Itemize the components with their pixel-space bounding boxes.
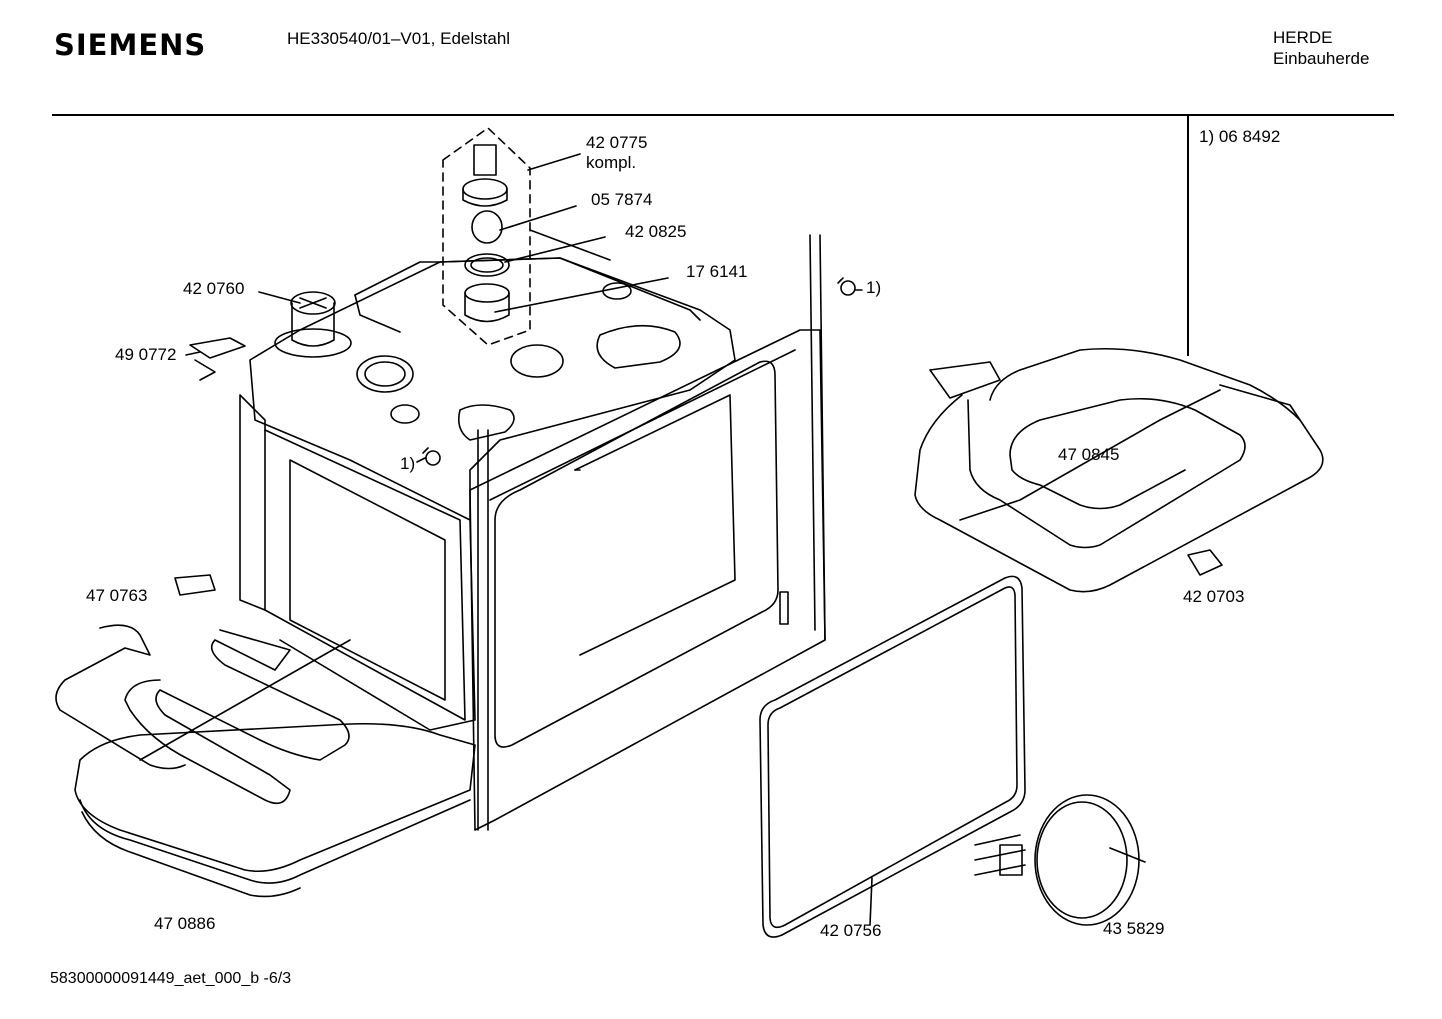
top-left-cap [274, 291, 352, 358]
label-420760: 42 0760 [183, 279, 245, 298]
oven-housing [239, 257, 736, 731]
insulation-mat [74, 722, 476, 898]
label-435829: 43 5829 [1103, 919, 1165, 938]
label-470763: 47 0763 [86, 586, 148, 605]
label-420775-kompl: kompl. [586, 153, 637, 172]
label-420703: 42 0703 [1183, 587, 1245, 606]
document-footer: 58300000091449_aet_000_b -6/3 [50, 970, 292, 987]
category: HERDE Einbauherde [1273, 27, 1369, 69]
note-divider [1187, 116, 1189, 356]
brand-logo: SIEMENS [54, 28, 207, 62]
label-ref-left: 1) [400, 454, 416, 473]
label-490772: 49 0772 [115, 345, 177, 364]
bottom-heating-element [55, 574, 351, 805]
top-heating-element [914, 347, 1324, 593]
side-fittings [422, 277, 856, 466]
label-176141: 17 6141 [686, 262, 748, 281]
door-gasket [759, 575, 1026, 938]
oven-front-frame [469, 234, 826, 831]
label-420756: 42 0756 [820, 921, 882, 940]
header-divider [52, 114, 1394, 116]
label-ref-right: 1) [866, 278, 882, 297]
label-470886: 47 0886 [154, 914, 216, 933]
circular-heating-element [974, 794, 1146, 926]
clip-420703 [1187, 549, 1223, 576]
label-420825: 42 0825 [625, 222, 687, 241]
lamp-assembly [442, 127, 531, 346]
label-420775: 42 0775 [586, 133, 648, 152]
model-title: HE330540/01–V01, Edelstahl [287, 29, 511, 48]
leader-lines [185, 153, 873, 926]
label-057874: 05 7874 [591, 190, 653, 209]
category-line-1: HERDE [1273, 28, 1333, 47]
label-470845: 47 0845 [1058, 445, 1120, 464]
bracket-490772 [189, 337, 246, 381]
footnote-reference: 1) 06 8492 [1199, 127, 1281, 146]
category-line-2: Einbauherde [1273, 49, 1370, 68]
